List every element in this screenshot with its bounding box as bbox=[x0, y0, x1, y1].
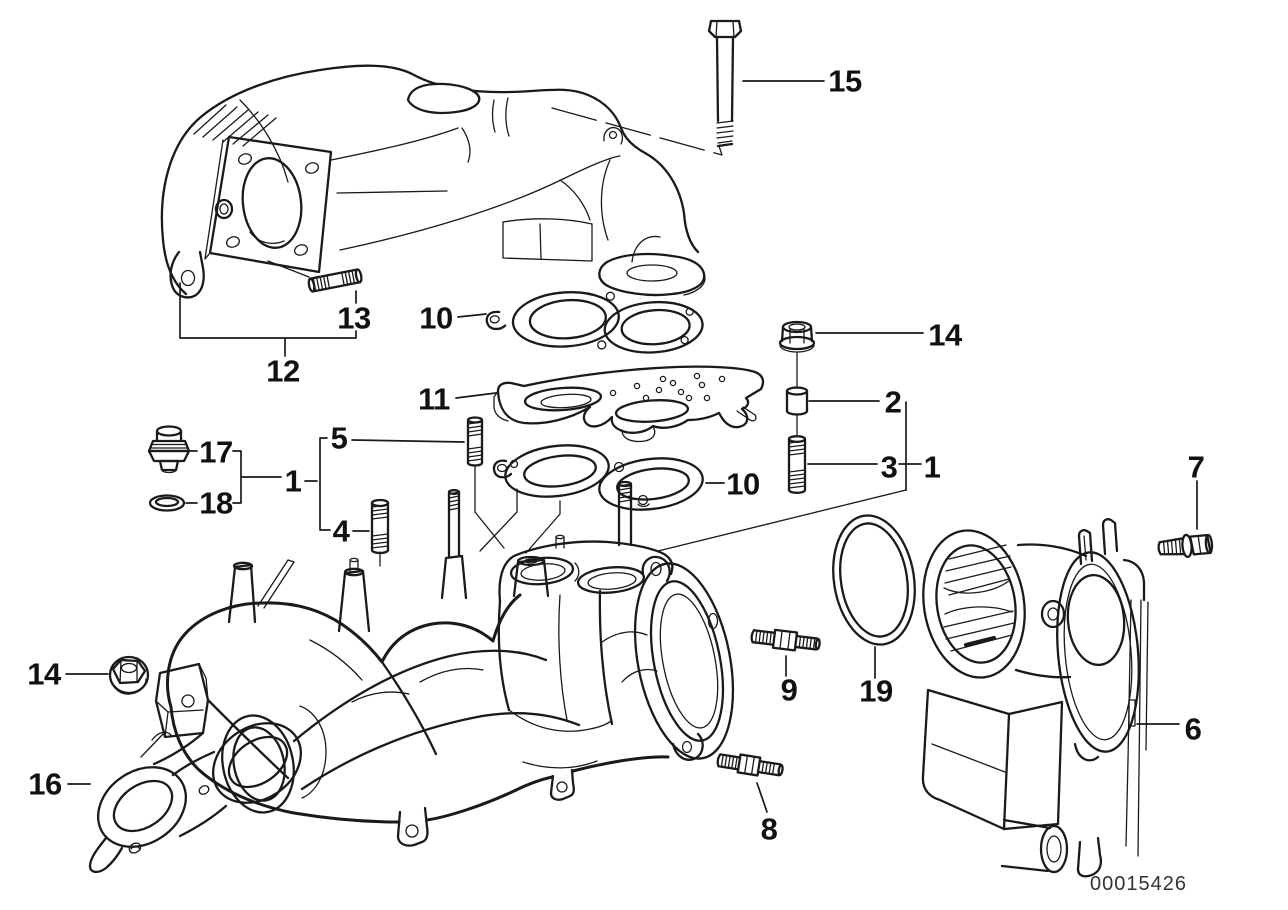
part-nut-14-top bbox=[778, 320, 816, 353]
callout-18: 18 bbox=[199, 485, 233, 521]
callout-2: 2 bbox=[884, 384, 902, 420]
callout-19: 19 bbox=[859, 673, 893, 709]
part-flange-plate-11 bbox=[493, 365, 765, 443]
leader-5 bbox=[351, 439, 465, 443]
part-nut-14-left bbox=[108, 655, 150, 695]
callout-10-top: 10 bbox=[419, 300, 453, 336]
callout-14-left: 14 bbox=[27, 656, 61, 692]
part-stud-3 bbox=[787, 435, 807, 494]
callout-10-bottom: 10 bbox=[726, 466, 760, 502]
part-stud-13 bbox=[307, 268, 363, 293]
part-gasket-10-top bbox=[485, 291, 704, 354]
part-stud-4 bbox=[370, 498, 390, 555]
callout-8: 8 bbox=[760, 811, 778, 847]
part-main-manifold bbox=[152, 480, 735, 847]
part-bolt-15 bbox=[707, 19, 743, 148]
part-bolt-7 bbox=[1157, 533, 1214, 559]
part-o-ring-18 bbox=[148, 494, 186, 512]
leader-bolt-15 bbox=[551, 107, 723, 156]
callout-17: 17 bbox=[199, 434, 233, 470]
part-gasket-16 bbox=[88, 722, 303, 874]
callout-1-left: 1 bbox=[284, 463, 302, 499]
leader-stud-13 bbox=[267, 260, 310, 278]
leader-gasket10b-a bbox=[479, 488, 518, 552]
callout-5: 5 bbox=[330, 420, 348, 456]
callout-6: 6 bbox=[1184, 711, 1202, 747]
part-throttle-body-6 bbox=[921, 518, 1149, 878]
leader-arm-gasket16 bbox=[140, 732, 165, 758]
callout-15: 15 bbox=[828, 63, 862, 99]
callout-16: 16 bbox=[28, 766, 62, 802]
bracket-1-left bbox=[185, 437, 331, 531]
callout-3: 3 bbox=[880, 449, 898, 485]
callout-7: 7 bbox=[1187, 449, 1205, 485]
callout-11: 11 bbox=[418, 381, 450, 417]
part-o-ring-19 bbox=[832, 514, 916, 646]
callout-9: 9 bbox=[780, 672, 798, 708]
drawing-number: 00015426 bbox=[1090, 873, 1187, 895]
part-stud-5 bbox=[466, 416, 484, 467]
leader-gasket10b-b bbox=[525, 500, 561, 554]
bracket-12 bbox=[179, 282, 357, 357]
callout-4: 4 bbox=[332, 513, 350, 549]
bracket-1-right bbox=[657, 401, 922, 552]
leader-11 bbox=[455, 392, 497, 399]
callout-14-top: 14 bbox=[928, 317, 962, 353]
part-bolt-9 bbox=[750, 628, 821, 652]
leader-8 bbox=[756, 782, 768, 813]
part-bolt-8 bbox=[716, 753, 784, 777]
callout-12: 12 bbox=[266, 353, 300, 389]
part-upper-manifold bbox=[160, 64, 706, 299]
callout-1-right: 1 bbox=[923, 449, 941, 485]
part-gasket-10-bottom bbox=[492, 444, 704, 511]
part-fitting-17 bbox=[147, 425, 191, 474]
leader-10-top bbox=[457, 313, 487, 318]
callout-13: 13 bbox=[337, 300, 371, 336]
leader-stud-5 bbox=[474, 464, 505, 549]
